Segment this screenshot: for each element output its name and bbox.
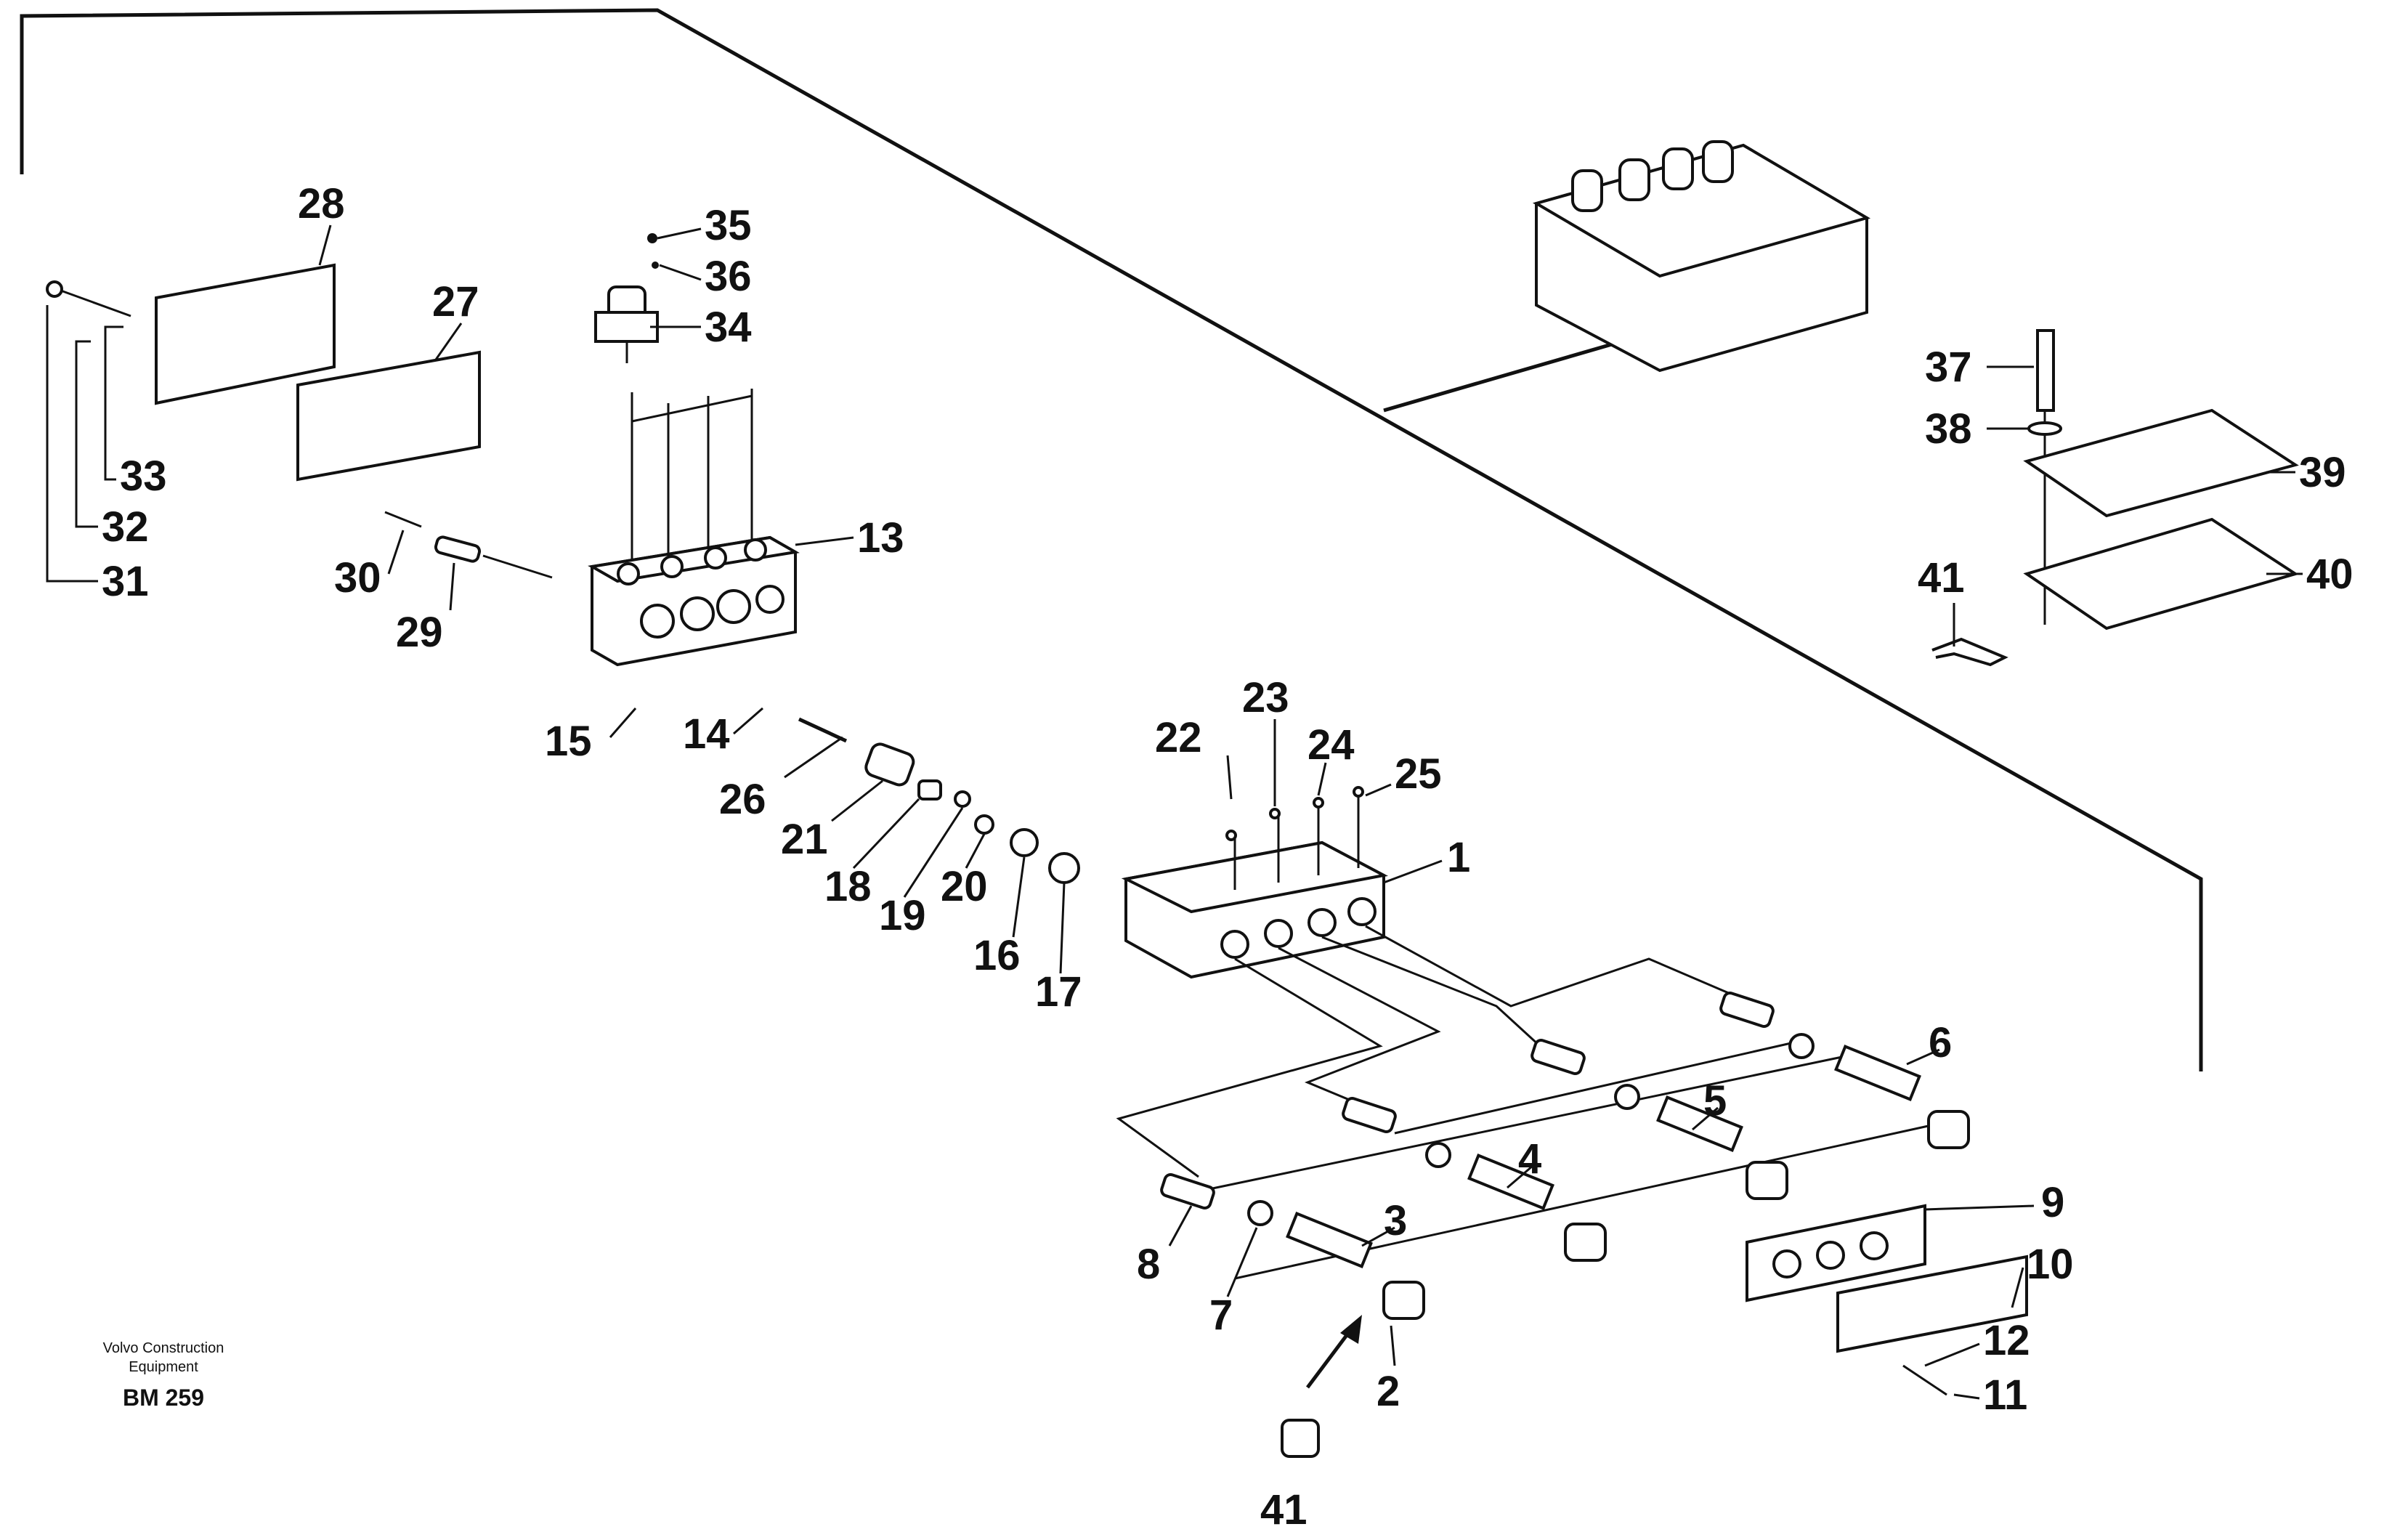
callout-38: 38 [1925, 405, 1972, 453]
callout-22: 22 [1155, 714, 1202, 761]
callout-34: 34 [705, 304, 752, 351]
callout-21: 21 [781, 816, 828, 863]
callout-13: 13 [857, 514, 904, 562]
leader-lines [46, 224, 2303, 1400]
callout-26: 26 [719, 776, 766, 823]
footer-company: Volvo Construction [103, 1340, 224, 1356]
callout-24: 24 [1308, 721, 1355, 769]
cover-plate-9 [1746, 1204, 1926, 1302]
callout-20: 20 [941, 863, 988, 910]
callout-37: 37 [1925, 344, 1972, 391]
valve-block-lower [1121, 786, 1388, 979]
callout-labels: 1 2 3 4 5 6 7 8 9 10 11 12 13 14 15 16 1… [102, 180, 2354, 1533]
small-parts-row [798, 717, 1080, 884]
callout-15: 15 [545, 718, 592, 765]
callout-14: 14 [683, 710, 730, 758]
callout-40: 40 [2306, 551, 2354, 598]
plug-29 [384, 511, 553, 579]
callout-32: 32 [102, 503, 149, 551]
callout-31: 31 [102, 558, 149, 605]
callout-23: 23 [1242, 674, 1289, 721]
callout-18: 18 [824, 863, 872, 910]
callout-1: 1 [1447, 834, 1470, 881]
callout-27: 27 [432, 278, 479, 325]
callout-39: 39 [2299, 449, 2346, 496]
footer-company-2: Equipment [129, 1359, 198, 1375]
callout-12: 12 [1983, 1317, 2030, 1364]
callout-41-upper: 41 [1918, 554, 1965, 601]
callout-16: 16 [973, 932, 1021, 979]
callout-19: 19 [879, 892, 926, 939]
assembly-arrow [1281, 1315, 1362, 1458]
callout-10: 10 [2027, 1241, 2074, 1288]
frame-lines [20, 8, 2203, 1071]
callout-30: 30 [334, 554, 381, 601]
assembled-valve-thumbnail [1532, 140, 1871, 373]
callout-2: 2 [1377, 1368, 1400, 1415]
callout-8: 8 [1137, 1241, 1160, 1288]
callout-9: 9 [2041, 1179, 2064, 1226]
spring-and-piston-set [1160, 991, 1970, 1320]
callout-25: 25 [1395, 750, 1442, 798]
gasket-27 [296, 350, 481, 482]
footer-caption: Volvo Construction Equipment BM 259 [103, 1340, 224, 1411]
callout-36: 36 [705, 253, 752, 300]
valve-block-upper [588, 389, 800, 667]
cover-plate-28 [46, 263, 336, 405]
solenoid-valve [594, 233, 659, 363]
cover-plate-10 [1836, 1255, 2028, 1396]
callout-6: 6 [1929, 1019, 1952, 1066]
callout-28: 28 [298, 180, 345, 227]
callout-3: 3 [1384, 1197, 1407, 1244]
callout-35: 35 [705, 202, 752, 249]
callout-33: 33 [120, 453, 167, 500]
callout-41-lower: 41 [1260, 1486, 1308, 1533]
callout-7: 7 [1209, 1292, 1233, 1339]
footer-code: BM 259 [123, 1385, 204, 1411]
top-cover-assembly [1931, 329, 2299, 667]
callout-17: 17 [1035, 968, 1082, 1016]
callout-11: 11 [1983, 1371, 2027, 1419]
callout-29: 29 [396, 609, 443, 656]
